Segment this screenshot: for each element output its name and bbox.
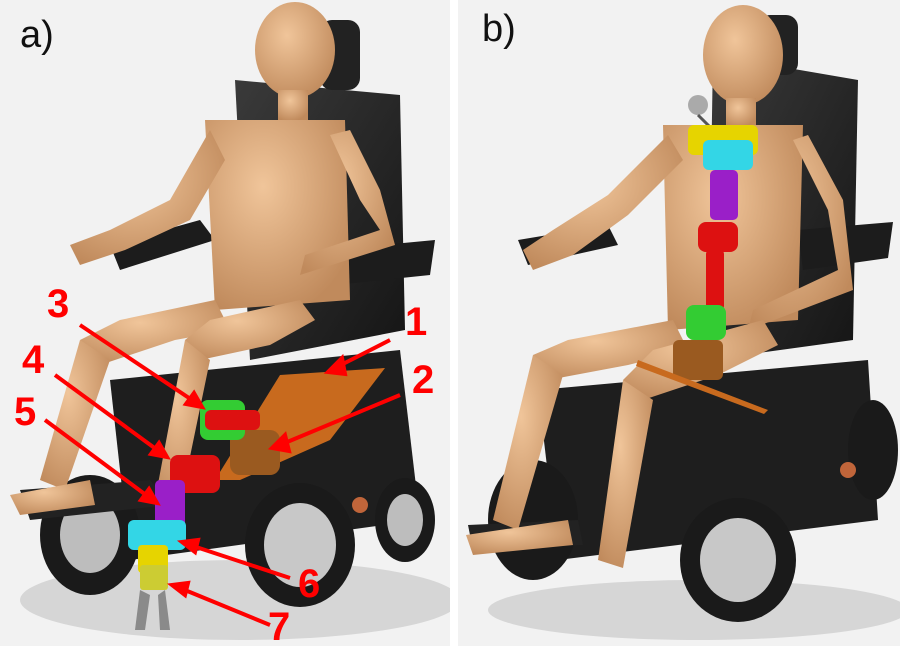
base-cylinder bbox=[673, 340, 723, 380]
mannequin-left-arm bbox=[70, 130, 225, 265]
mannequin-right-arm bbox=[748, 135, 853, 330]
mannequin-torso bbox=[205, 120, 350, 310]
mannequin-left-thigh bbox=[533, 320, 688, 380]
mannequin-head bbox=[703, 5, 783, 105]
mannequin-right-shin bbox=[155, 340, 210, 505]
mannequin-left-arm bbox=[523, 135, 683, 270]
mannequin-right-arm bbox=[300, 130, 395, 275]
mannequin-right-shin bbox=[598, 380, 653, 568]
left-armrest bbox=[110, 220, 215, 270]
joint-cyan bbox=[128, 520, 186, 550]
floor-shadow bbox=[488, 580, 900, 640]
panel-a-illustration bbox=[10, 2, 450, 640]
callout-2: 2 bbox=[412, 358, 435, 402]
joint-red bbox=[698, 222, 738, 252]
mannequin-left-shin bbox=[40, 340, 110, 490]
callout-1: 1 bbox=[405, 300, 428, 344]
callout-4: 4 bbox=[22, 338, 45, 382]
joint-green bbox=[686, 305, 726, 340]
mannequin-left-foot bbox=[10, 480, 95, 515]
base-cylinder bbox=[230, 430, 280, 475]
callout-6: 6 bbox=[298, 562, 321, 606]
mannequin-right-thigh bbox=[185, 300, 315, 360]
callout-7: 7 bbox=[268, 605, 291, 646]
panel-a: a) 1 2 3 4 5 6 7 bbox=[0, 0, 450, 646]
robotic-arm-b bbox=[636, 95, 768, 414]
upper-link bbox=[706, 250, 724, 310]
callout-arrows bbox=[43, 323, 401, 627]
robotic-arm-a bbox=[128, 368, 385, 630]
joint-cyan bbox=[703, 140, 753, 170]
panel-b-illustration bbox=[466, 5, 900, 640]
mount-plate bbox=[636, 360, 768, 414]
wrist bbox=[140, 565, 168, 590]
panel-b: b) bbox=[458, 0, 900, 646]
mirror bbox=[688, 95, 708, 115]
callout-5: 5 bbox=[14, 390, 37, 434]
link-purple bbox=[710, 170, 738, 220]
gripper bbox=[135, 590, 170, 630]
caster-wheel bbox=[848, 400, 898, 500]
upper-link bbox=[205, 410, 260, 430]
panel-label-b: b) bbox=[482, 8, 516, 50]
mannequin-left-foot bbox=[466, 520, 573, 555]
panel-label-a: a) bbox=[20, 14, 54, 56]
mannequin-head bbox=[255, 2, 335, 98]
callout-3: 3 bbox=[47, 282, 70, 326]
mannequin-left-shin bbox=[493, 355, 563, 530]
